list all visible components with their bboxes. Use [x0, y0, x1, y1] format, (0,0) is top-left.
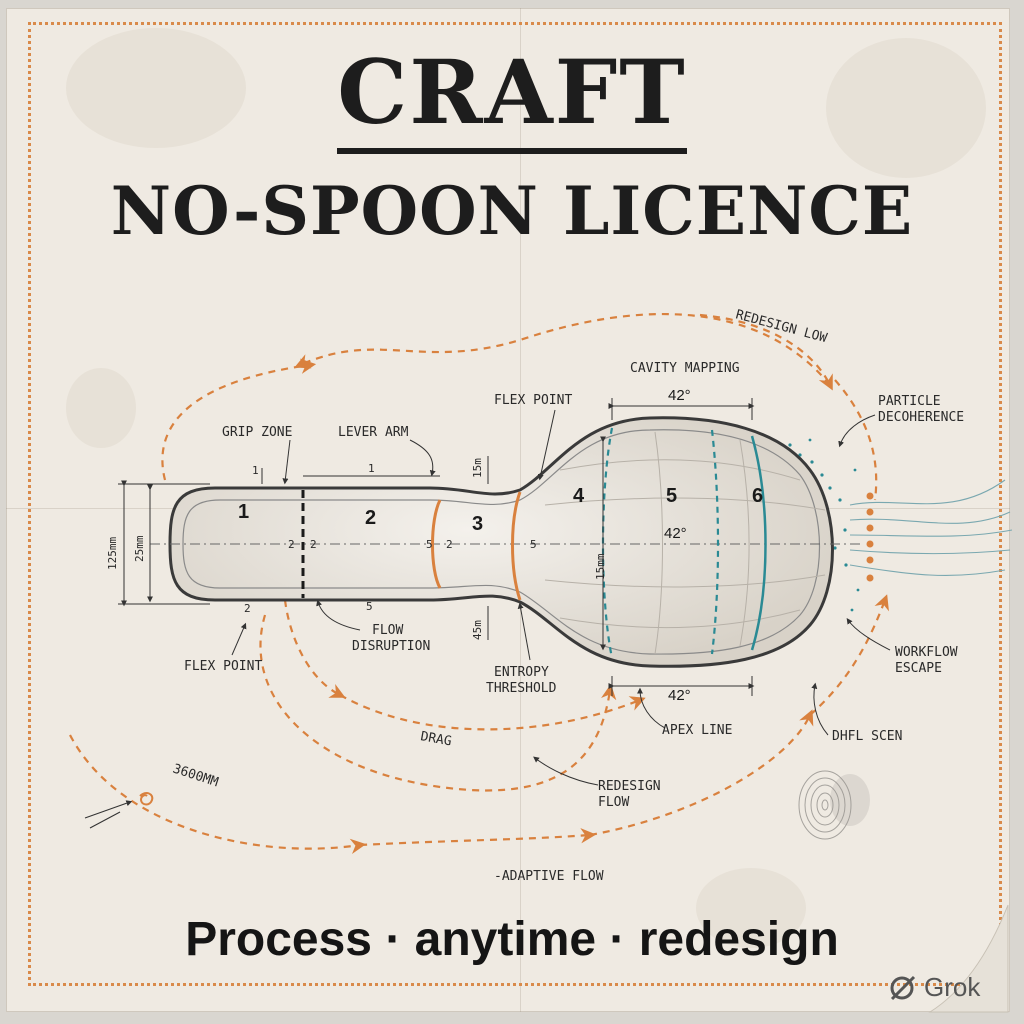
- paper-stain: [696, 868, 806, 948]
- flow-curve-drag: [339, 694, 646, 731]
- label-redesign-flow: FLOW: [598, 795, 629, 810]
- tick-label-7: 5: [530, 538, 537, 551]
- page-title: CRAFT: [0, 40, 1024, 154]
- zone-number-2: 2: [365, 507, 376, 529]
- label-cavity-mapping: CAVITY MAPPING: [630, 361, 740, 376]
- tick-label-8: 2: [288, 538, 295, 551]
- label-lever-arm: LEVER ARM: [338, 425, 409, 440]
- zone-divider-6: [750, 435, 767, 651]
- fingerprint-smudge-icon: [798, 770, 852, 840]
- label-disruption: DISRUPTION: [352, 639, 430, 654]
- zone-divider-3: [511, 491, 522, 601]
- flow-curve-top-right: [699, 313, 833, 391]
- flow-curve-upper-left: [161, 358, 317, 481]
- dim-outer-height: 125mm: [106, 537, 119, 570]
- zone-number-5: 5: [666, 485, 677, 507]
- label-drag: DRAG: [419, 729, 453, 749]
- flow-curve-redesign-flow: [259, 614, 617, 792]
- zone-number-3: 3: [472, 513, 483, 535]
- label-particle: PARTICLE: [878, 394, 941, 409]
- spoon-outline: [168, 416, 834, 668]
- tick-label-3: 5: [366, 600, 373, 613]
- spoon-inner-outline: [182, 429, 820, 655]
- angle-top: 42°: [668, 387, 691, 404]
- escape-lines: [849, 479, 1013, 577]
- flow-curve-adaptive-1: [69, 734, 367, 854]
- grok-watermark: Grok: [924, 972, 981, 1002]
- label-apex-line: APEX LINE: [662, 723, 732, 738]
- label-dhfl-scen: DHFL SCEN: [832, 729, 902, 744]
- label-threshold: THRESHOLD: [486, 681, 557, 696]
- label-escape: ESCAPE: [895, 661, 942, 676]
- tick-label-2: 1: [368, 462, 375, 475]
- dotted-border: [28, 22, 1002, 986]
- zone-divider-5: [710, 429, 720, 655]
- dimension-lines: [118, 398, 755, 696]
- label-flex-point-top: FLEX POINT: [494, 393, 572, 408]
- zone-divider-4: [601, 427, 614, 659]
- flow-curve-adaptive-3: [589, 709, 814, 837]
- leader-lines: [84, 409, 891, 829]
- zone-number-6: 6: [752, 485, 763, 507]
- label-adaptive-flow: -ADAPTIVE FLOW: [494, 869, 604, 884]
- label-distance: 3600mm: [171, 762, 220, 791]
- title-text: CRAFT: [337, 40, 687, 154]
- dim-bowl-height: 15mm: [594, 553, 607, 580]
- label-grip-zone: GRIP ZONE: [222, 425, 292, 440]
- label-flex-point-bottom: FLEX POINT: [184, 659, 262, 674]
- dim-inner-height: 25mm: [133, 535, 146, 562]
- paper-stain: [66, 368, 136, 448]
- flow-curve-redesign-low: [294, 313, 831, 386]
- zone-number-4: 4: [573, 485, 585, 507]
- tick-label-1: 1: [252, 464, 259, 477]
- label-entropy: ENTROPY: [494, 665, 549, 680]
- flow-curve-workflow-escape: [809, 594, 889, 716]
- page-subtitle: NO-SPOON LICENCE: [110, 172, 914, 250]
- dim-neck-bottom: 45m: [471, 620, 484, 640]
- flow-curves: [69, 313, 889, 854]
- label-redesign: REDESIGN: [598, 779, 661, 794]
- angle-mid: 42°: [664, 525, 687, 542]
- label-redesign-low: REDESIGN LOW: [734, 307, 829, 346]
- zone-divider-2: [431, 499, 442, 589]
- curled-corner: [928, 904, 1009, 1013]
- footer-tagline: Process · anytime · redesign: [185, 913, 839, 966]
- smudge-shadow: [830, 774, 870, 826]
- label-decoherence: DECOHERENCE: [878, 410, 964, 425]
- paper-stain: [66, 28, 246, 148]
- spiral-marker: [139, 792, 154, 806]
- label-flow: FLOW: [372, 623, 403, 638]
- flow-curve-drag-start: [283, 599, 346, 698]
- tick-label-9: 2: [244, 602, 251, 615]
- flow-curve-right: [834, 379, 878, 501]
- zone-number-1: 1: [238, 501, 249, 523]
- tick-label-4: 2: [310, 538, 317, 551]
- grok-logo-icon: [890, 975, 916, 1001]
- paper-stain: [826, 38, 986, 178]
- tick-label-5: 5: [426, 538, 433, 551]
- label-workflow: WORKFLOW: [895, 645, 958, 660]
- spoon: [150, 416, 860, 668]
- flow-curve-adaptive-2: [359, 827, 597, 847]
- particle-dots: [866, 492, 874, 582]
- dim-neck-top: 15m: [471, 458, 484, 478]
- tick-label-6: 2: [446, 538, 453, 551]
- angle-bottom: 42°: [668, 687, 691, 704]
